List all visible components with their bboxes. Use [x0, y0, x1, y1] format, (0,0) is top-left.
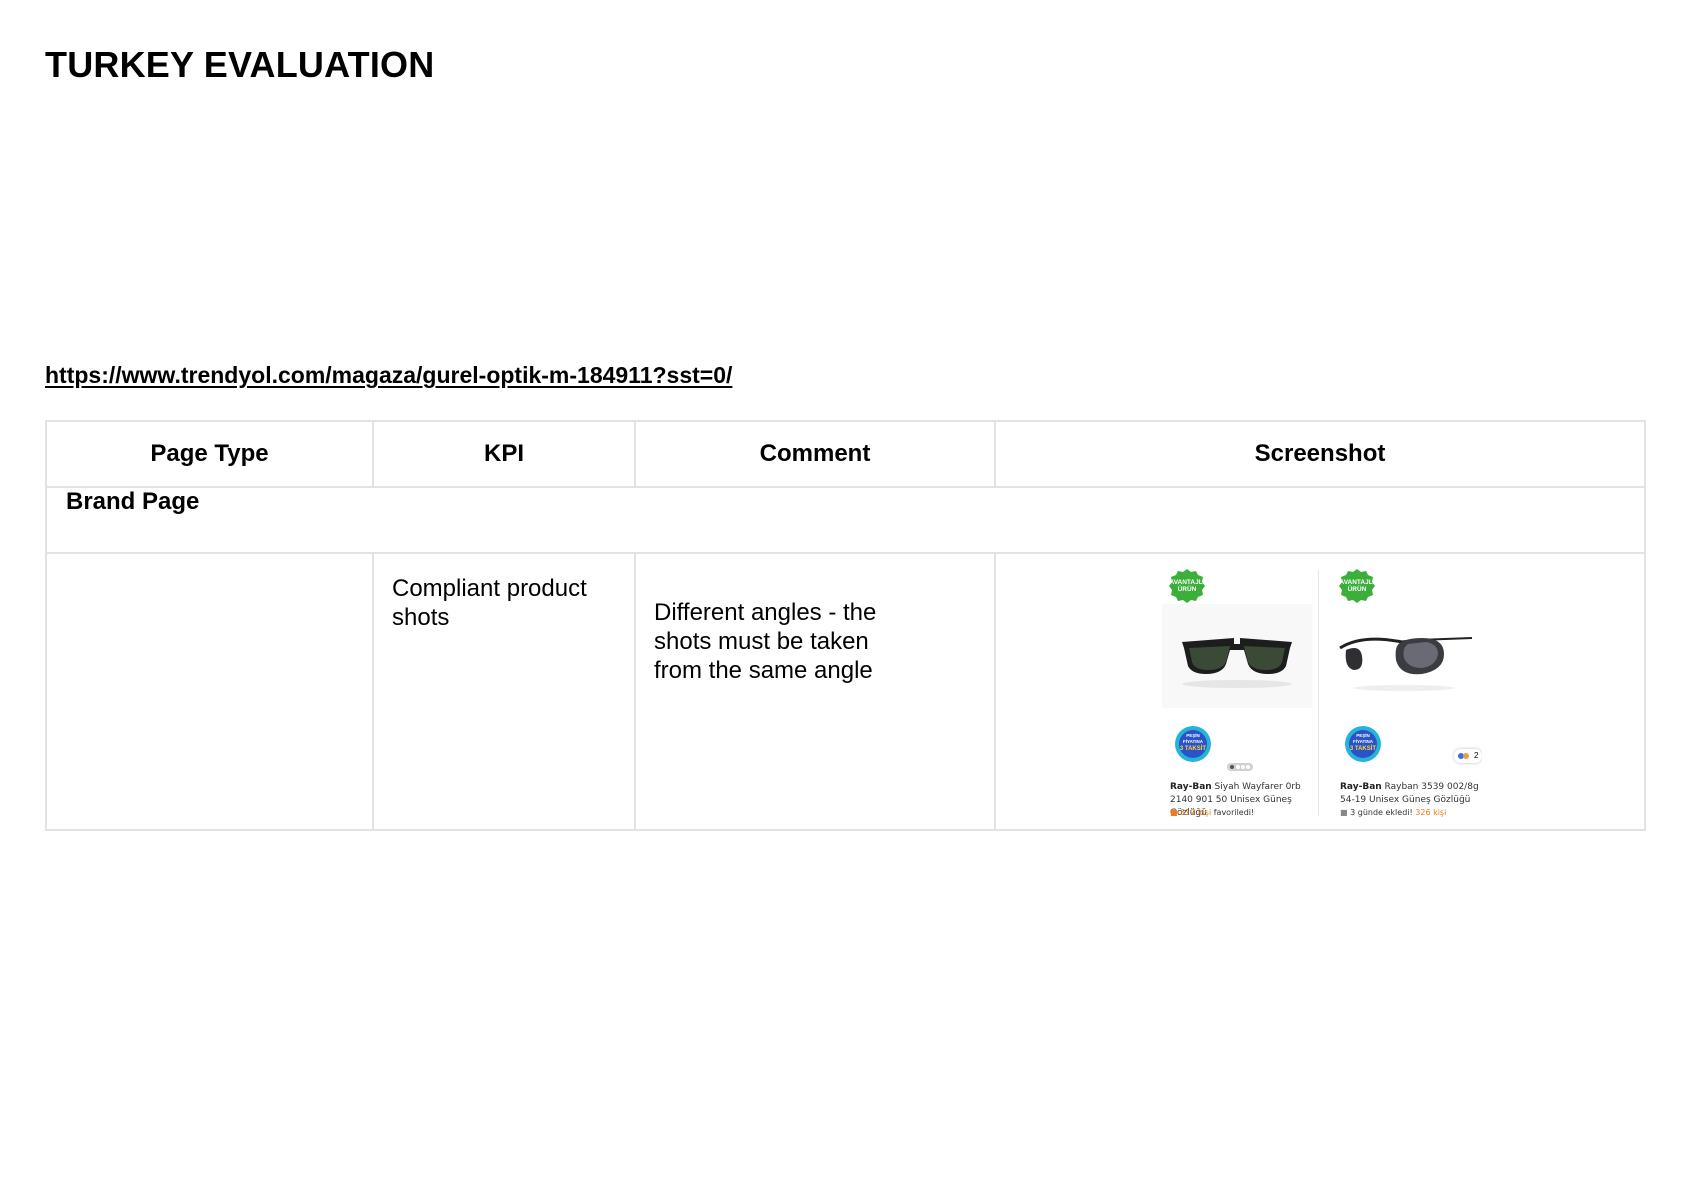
badge-bottom-line2: FİYATINA	[1183, 738, 1204, 744]
table-header-row: Page Type KPI Comment Screenshot	[45, 420, 1646, 488]
wayfarer-sunglasses-icon	[1182, 638, 1292, 688]
product-card: AVANTAJLI ÜRÜN PEŞİN FİYATINA 3 TAKSİT	[1162, 568, 1312, 818]
header-screenshot: Screenshot	[994, 420, 1646, 488]
product-screenshot: AVANTAJLI ÜRÜN PEŞİN FİYATINA 3 TAKSİT	[1162, 568, 1482, 818]
evaluation-table: Page Type KPI Comment Screenshot Brand P…	[45, 420, 1646, 831]
card-divider	[1318, 570, 1319, 816]
round-sunglasses-icon	[1339, 637, 1473, 691]
badge-bottom-line3: 3 TAKSİT	[1180, 745, 1207, 752]
advantage-badge-icon: AVANTAJLI ÜRÜN	[1169, 569, 1205, 603]
product-title[interactable]: Ray-Ban Siyah Wayfarer 0rb 2140 901 50 U…	[1170, 781, 1312, 818]
page-type-cell	[45, 552, 374, 831]
badge-top-line1: AVANTAJLI	[1339, 579, 1374, 586]
screenshot-cell: AVANTAJLI ÜRÜN PEŞİN FİYATINA 3 TAKSİT	[994, 552, 1646, 831]
cart-icon: ■	[1340, 808, 1348, 817]
color-dot-icon	[1458, 753, 1464, 759]
promo-text: 3 günde ekledi!	[1350, 808, 1413, 817]
color-options-chip[interactable]: 2	[1454, 749, 1482, 763]
header-page-type: Page Type	[45, 420, 374, 488]
badge-bottom-line3: 3 TAKSİT	[1350, 745, 1377, 752]
badge-bottom-line1: PEŞİN	[1356, 732, 1370, 738]
promo-text: favoriledi!	[1213, 808, 1255, 817]
flame-icon: ■	[1170, 808, 1178, 817]
product-promo: ■ 817 kişi favoriledi!	[1170, 807, 1254, 818]
color-dot-icon	[1463, 753, 1469, 759]
badge-top-line1: AVANTAJLI	[1169, 579, 1204, 586]
installment-badge-icon: PEŞİN FİYATINA 3 TAKSİT	[1175, 726, 1211, 762]
product-image	[1162, 604, 1312, 708]
product-image	[1332, 604, 1482, 708]
promo-amount: 326 kişi	[1415, 808, 1447, 817]
product-card: AVANTAJLI ÜRÜN PEŞİN FİYATINA 3 TAKSİT	[1332, 568, 1482, 818]
product-promo: ■ 3 günde ekledi! 326 kişi	[1340, 807, 1446, 818]
badge-top-line2: ÜRÜN	[1348, 584, 1367, 593]
kpi-text: Compliant product shots	[392, 575, 587, 631]
comment-cell: Different angles - the shots must be tak…	[634, 552, 996, 831]
product-title[interactable]: Ray-Ban Rayban 3539 002/8g 54-19 Unisex …	[1340, 781, 1482, 807]
badge-top-line2: ÜRÜN	[1178, 584, 1197, 593]
store-url-link[interactable]: https://www.trendyol.com/magaza/gurel-op…	[45, 362, 733, 388]
table-row: Compliant product shots Different angles…	[45, 552, 1646, 831]
product-brand: Ray-Ban	[1170, 782, 1212, 792]
badge-bottom-line2: FİYATINA	[1353, 738, 1374, 744]
kpi-cell: Compliant product shots	[372, 552, 636, 831]
page-title: TURKEY EVALUATION	[45, 44, 435, 85]
installment-badge-icon: PEŞİN FİYATINA 3 TAKSİT	[1345, 726, 1381, 762]
header-kpi: KPI	[372, 420, 636, 488]
section-label: Brand Page	[45, 486, 1646, 554]
comment-text: Different angles - the shots must be tak…	[654, 599, 877, 684]
product-brand: Ray-Ban	[1340, 782, 1382, 792]
section-row: Brand Page	[45, 486, 1646, 554]
carousel-dots-icon	[1227, 763, 1253, 771]
badge-bottom-line1: PEŞİN	[1186, 732, 1200, 738]
color-count: 2	[1474, 751, 1479, 760]
header-comment: Comment	[634, 420, 996, 488]
promo-amount: 817 kişi	[1180, 808, 1212, 817]
product-name: Siyah Wayfarer 0rb 2140 901 50 Unisex Gü…	[1170, 782, 1301, 818]
product-name: Rayban 3539 002/8g 54-19 Unisex Güneş Gö…	[1340, 782, 1479, 805]
advantage-badge-icon: AVANTAJLI ÜRÜN	[1339, 569, 1375, 603]
